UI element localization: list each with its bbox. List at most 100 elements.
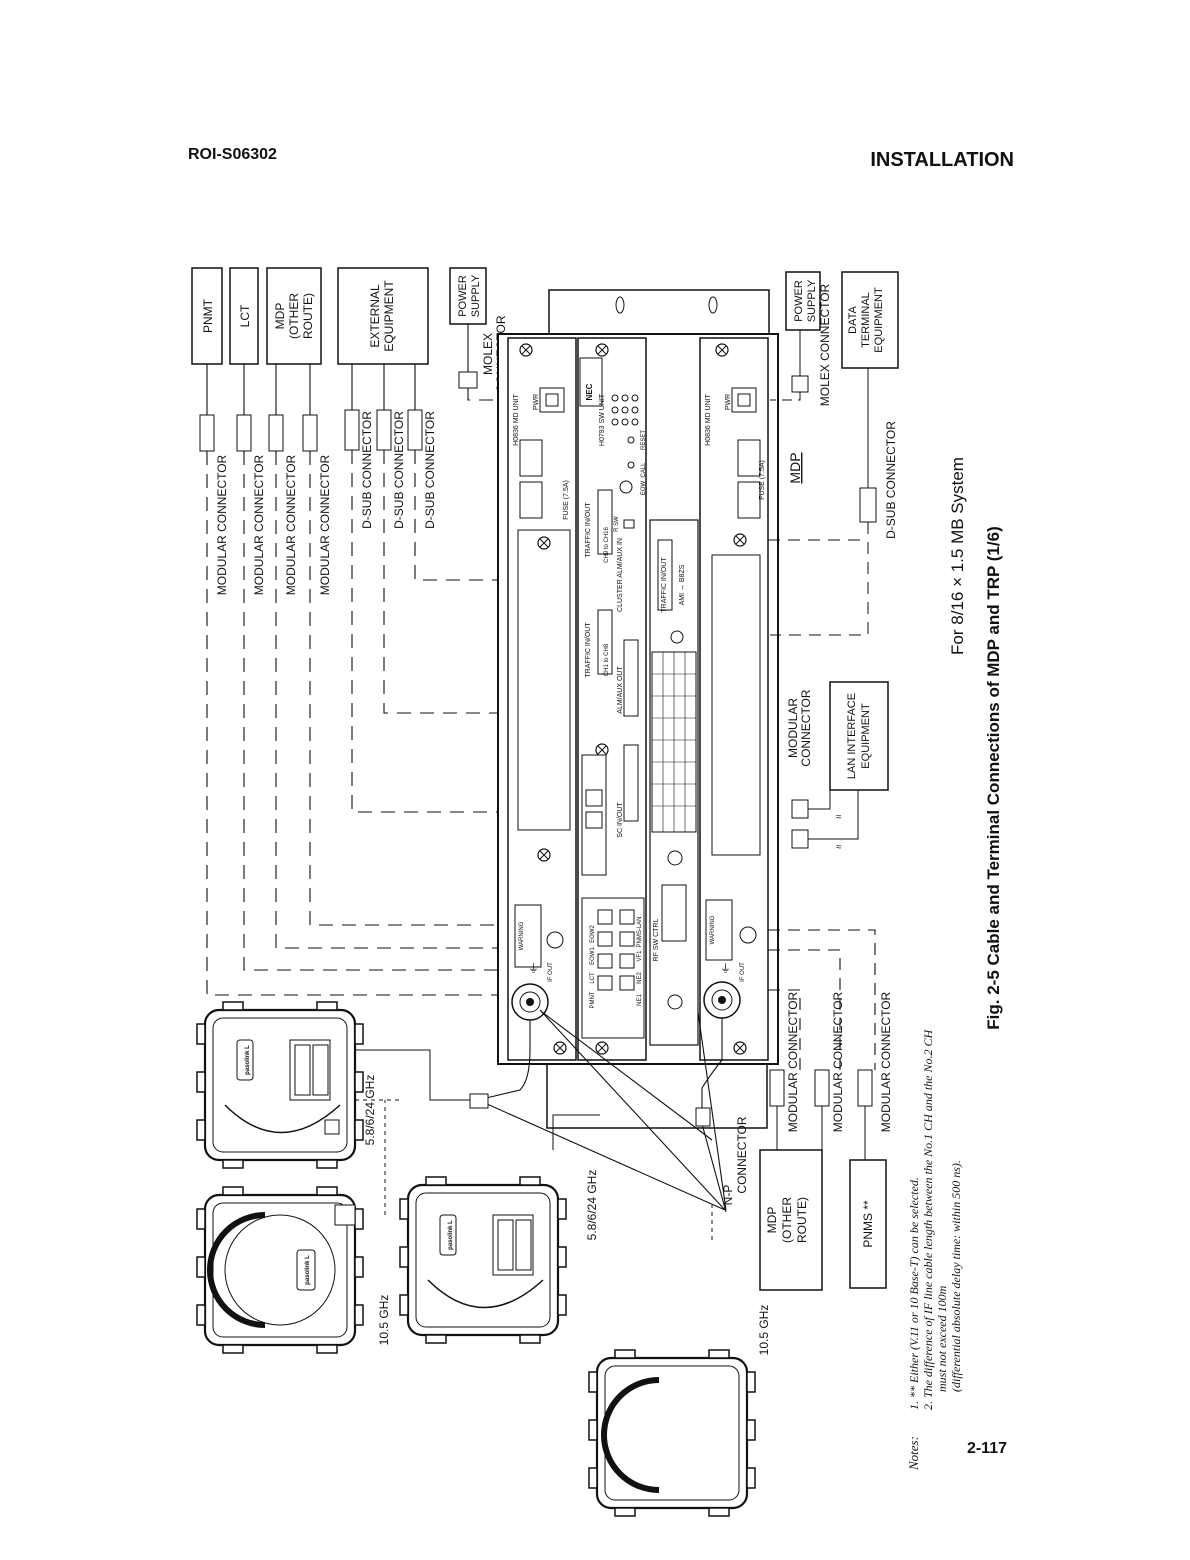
cluster-alm-label: CLUSTER ALM/AUX IN bbox=[617, 538, 624, 612]
modular-connector-bottom-1: MODULAR CONNECTOR bbox=[786, 991, 800, 1132]
dsub-connector-label-1: D-SUB CONNECTOR bbox=[360, 411, 374, 529]
pnmt-label: PNMT bbox=[201, 298, 215, 333]
molex-connector-right-label: MOLEX CONNECTOR bbox=[818, 283, 832, 406]
md-unit-1-pwr: PWR bbox=[533, 394, 540, 410]
ch1-ch8-label: CH1 to CH8 bbox=[604, 643, 610, 676]
md-unit-1-if-out: IF OUT bbox=[548, 962, 554, 982]
md-unit-2-warning: WARNING bbox=[710, 915, 716, 944]
odu-b-band-label: 10.5 GHz bbox=[377, 1295, 391, 1346]
svg-text:≈: ≈ bbox=[836, 812, 842, 823]
notes-heading: Notes: bbox=[906, 1436, 921, 1471]
port-label-pmnt: PMNT bbox=[590, 991, 596, 1008]
figure-subtitle: For 8/16 × 1.5 MB System bbox=[948, 457, 967, 655]
sw-port-labels: PMNT LCT EOW1 EOW2 NE1 NE2 VF1 PNMS-LAN bbox=[590, 916, 643, 1008]
note-2: 2. The difference of IF line cable lengt… bbox=[921, 1029, 935, 1410]
right-side-equipment: POWER SUPPLY MOLEX CONNECTOR DATA TERMIN… bbox=[768, 271, 899, 1070]
pnms-label: PNMS ** bbox=[861, 1200, 875, 1248]
odu-10-5ghz-a: pasolink L bbox=[195, 1185, 365, 1355]
note-2-cont-1: must not exceed 100m bbox=[935, 1285, 949, 1392]
sw-unit-label: H0793 SW UNIT bbox=[599, 393, 606, 446]
r-sw-switch[interactable] bbox=[623, 519, 635, 529]
mdp-label: MDP bbox=[787, 452, 803, 483]
ami-b8zs-label: AMI ↔ B8ZS bbox=[679, 564, 686, 605]
power-supply-top-line-2: SUPPLY bbox=[470, 274, 482, 317]
if-cables bbox=[477, 1009, 727, 1213]
pnmt-box bbox=[191, 267, 223, 365]
reset-label: RESET bbox=[641, 430, 647, 450]
port-label-vf1: VF1 bbox=[637, 950, 643, 962]
data-terminal-box bbox=[841, 271, 899, 369]
odu-c-logo: pasolink L bbox=[448, 1220, 454, 1250]
power-supply-right-line-2: SUPPLY bbox=[806, 279, 818, 322]
rf-sw-ctrl-label: RF SW CTRL bbox=[653, 919, 660, 962]
odu-a-band-label: 5.8/6/24 GHz bbox=[363, 1075, 377, 1146]
power-supply-right-box bbox=[785, 271, 821, 331]
md-unit-1-fuse: FUSE (7.5A) bbox=[563, 480, 570, 520]
pnms-box bbox=[849, 1159, 887, 1289]
lan-port-2[interactable] bbox=[585, 811, 603, 829]
rack-assembly: H0836 MD UNIT PWR FUSE (7.5A) WARNING IF… bbox=[497, 289, 779, 1129]
external-equipment-box bbox=[337, 267, 429, 365]
odu-10-5ghz-b bbox=[587, 1348, 757, 1518]
mdp-other-route-bottom-box bbox=[759, 1149, 823, 1291]
data-terminal-line-3: EQUIPMENT bbox=[873, 287, 885, 353]
dsub-connector-label-3: D-SUB CONNECTOR bbox=[423, 411, 437, 529]
odu-b-logo: pasolink L bbox=[305, 1255, 311, 1285]
eow-label: EOW bbox=[641, 481, 647, 496]
notes-block: Notes: 1. ** Either (V.11 or 10 Base-T) … bbox=[906, 1029, 963, 1471]
np-connector-line-2: CONNECTOR bbox=[735, 1116, 749, 1193]
md-unit-1-warning-label bbox=[514, 904, 542, 968]
mdp-top-line-2: (OTHER bbox=[287, 293, 301, 339]
note-1: 1. ** Either (V.11 or 10 Base-T) can be … bbox=[907, 1177, 921, 1410]
odu-5-8-6-24ghz-a: pasolink L bbox=[195, 1000, 365, 1170]
md-unit-2-fuse: FUSE (7.5A) bbox=[759, 460, 766, 500]
md-unit-2-warning-label bbox=[705, 899, 733, 961]
page-number: 2-117 bbox=[966, 1440, 1007, 1457]
modular-connector-lan-line-2: CONNECTOR bbox=[799, 689, 813, 766]
document-id: ROI-S06302 bbox=[188, 146, 277, 163]
md-unit-2-pwr: PWR bbox=[725, 394, 732, 410]
modular-connector-bottom-3: MODULAR CONNECTOR bbox=[879, 991, 893, 1132]
modular-connector-lan-line-1: MODULAR bbox=[786, 698, 800, 758]
figure-title: Fig. 2-5 Cable and Terminal Connections … bbox=[984, 526, 1003, 1029]
rj-port-grid[interactable] bbox=[597, 909, 635, 991]
md-unit-2-label: H0836 MD UNIT bbox=[705, 393, 712, 445]
odu-c-band-label: 5.8/6/24 GHz bbox=[585, 1170, 599, 1241]
molex-connector-line-1: MOLEX bbox=[481, 333, 495, 375]
md-unit-1-warning: WARNING bbox=[519, 921, 525, 950]
data-terminal-line-2: TERMINAL bbox=[860, 292, 872, 348]
power-supply-right-line-1: POWER bbox=[793, 280, 805, 322]
odu-a-logo: pasolink L bbox=[245, 1045, 251, 1075]
odu-d-band-label: 10.5 GHz bbox=[757, 1305, 771, 1356]
nec-logo: NEC bbox=[585, 383, 594, 400]
lan-interface-box bbox=[829, 681, 889, 791]
mdp-bottom-line-1: MDP bbox=[765, 1207, 779, 1234]
eow-jack[interactable] bbox=[619, 480, 633, 494]
traffic-inout-label-2: TRAFFIC IN/OUT bbox=[585, 622, 592, 678]
sc-inout-label: SC IN/OUT bbox=[617, 802, 624, 838]
dsub-connector-right-label: D-SUB CONNECTOR bbox=[884, 421, 898, 539]
section-title: INSTALLATION bbox=[870, 149, 1014, 171]
lct-box bbox=[229, 267, 259, 365]
modular-connector-label-3: MODULAR CONNECTOR bbox=[284, 454, 298, 595]
lan-interface-line-2: EQUIPMENT bbox=[860, 703, 872, 769]
modular-connector-label-2: MODULAR CONNECTOR bbox=[252, 454, 266, 595]
top-connector-labels: MODULAR CONNECTOR MODULAR CONNECTOR MODU… bbox=[215, 315, 508, 595]
lan-interface-line-1: LAN INTERFACE bbox=[846, 693, 858, 779]
top-equipment-boxes: PNMT LCT MDP (OTHER ROUTE) EXTERNAL EQUI… bbox=[191, 267, 487, 365]
odu-units: pasolink L 5.8/6/24 GHz pasolink L 10.5 … bbox=[195, 1000, 771, 1518]
mdp-bottom-line-3: ROUTE) bbox=[795, 1197, 809, 1243]
power-supply-top-line-1: POWER bbox=[457, 275, 469, 317]
traffic-inout-label-3: TRAFFIC IN/OUT bbox=[661, 557, 668, 613]
mdp-top-line-1: MDP bbox=[273, 303, 287, 330]
top-cables bbox=[206, 324, 469, 415]
modular-connector-label-1: MODULAR CONNECTOR bbox=[215, 454, 229, 595]
rack-top-bracket bbox=[548, 289, 770, 341]
lan-port-1[interactable] bbox=[585, 789, 603, 807]
ground-symbol-1: ⏚ bbox=[528, 962, 539, 975]
md-unit-1-label: H0836 MD UNIT bbox=[513, 393, 520, 445]
ch9-ch16-label: CH9 to CH16 bbox=[604, 527, 610, 563]
note-2-cont-2: (differential absolute delay time: withi… bbox=[949, 1160, 963, 1392]
data-terminal-line-1: DATA bbox=[847, 305, 859, 333]
rack-bottom-bracket bbox=[546, 1057, 768, 1129]
